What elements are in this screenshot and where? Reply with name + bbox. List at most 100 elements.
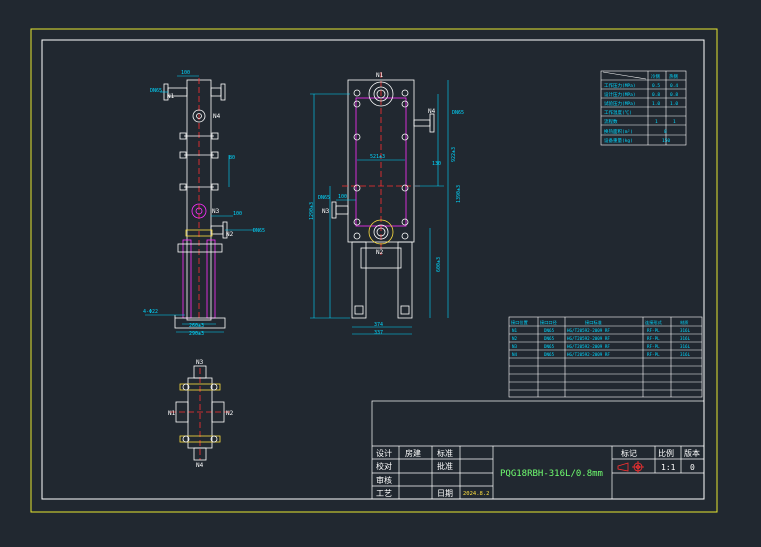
tb-version-label: 版本 <box>684 448 700 458</box>
nozzle-header-3: 连接形式 <box>645 319 663 326</box>
spec-row-1-hot: 0.8 <box>670 92 678 98</box>
side-label-n1: N1 <box>167 93 175 100</box>
tb-process-label: 工艺 <box>376 489 392 498</box>
tb-scale-value: 1:1 <box>661 463 676 472</box>
tb-review-label: 审核 <box>376 475 392 485</box>
side-label-n3: N3 <box>212 208 220 215</box>
nozzle-row-3-mat: 316L <box>680 352 691 357</box>
front-dim-left-offset: 100 <box>338 194 347 200</box>
nozzle-header-2: 接口标准 <box>585 319 602 326</box>
nozzle-row-1-conn: RF-PL <box>647 336 660 341</box>
side-dim-top: 100 <box>181 70 190 76</box>
top-view <box>170 365 232 461</box>
nozzle-row-3-std: HG/T20592-2009 RF <box>567 352 610 357</box>
side-dim-spacing: 80 <box>229 155 235 161</box>
tb-approve-label: 批准 <box>437 461 453 471</box>
front-dim-total-height: 1290±3 <box>309 202 315 220</box>
front-dim-base-outer: 337 <box>374 330 383 336</box>
side-bolt-holes: 4-Φ22 <box>143 309 158 315</box>
nozzle-row-2-pos: N3 <box>512 344 518 349</box>
nozzle-row-3-conn: RF-PL <box>647 352 660 357</box>
spec-col-cold: 冷侧 <box>651 73 660 80</box>
spec-row-0-cold: 0.5 <box>652 83 660 89</box>
tb-date-value: 2024.8.2 <box>463 491 490 497</box>
top-label-n3: N3 <box>196 359 204 366</box>
spec-row-2-label: 试验压力(MPa) <box>604 100 636 107</box>
side-flange-top: DN65 <box>150 88 162 94</box>
tb-scale-label: 比例 <box>658 448 674 458</box>
front-view <box>331 72 435 319</box>
front-dim-base-inner: 374 <box>374 322 383 328</box>
tb-design-label: 设计 <box>376 448 392 458</box>
nozzle-row-1-mat: 316L <box>680 336 691 341</box>
spec-row-4-hot: 1 <box>673 119 676 125</box>
side-dim-mid: 100 <box>233 211 242 217</box>
front-label-n3: N3 <box>322 208 330 215</box>
nozzle-row-2-conn: RF-PL <box>647 344 660 349</box>
front-dim-plate-height: 922±3 <box>451 147 457 162</box>
front-dim-leg: 600±3 <box>436 257 442 272</box>
front-view-dims <box>310 80 449 335</box>
tb-mark-label: 标记 <box>621 448 637 458</box>
drawing-title: PQG18RBH-316L/0.8mm <box>500 469 603 479</box>
spec-row-0-hot: 0.4 <box>670 83 678 89</box>
spec-col-hot: 热侧 <box>669 73 678 80</box>
front-dim-width-top: 521±3 <box>370 154 385 160</box>
top-label-n1: N1 <box>168 410 176 417</box>
nozzle-row-0-pos: N1 <box>512 328 518 333</box>
nozzle-row-3-size: DN65 <box>544 352 555 357</box>
front-dim-side: 130 <box>432 161 441 167</box>
title-block <box>371 400 705 500</box>
spec-row-5-label: 换热面积(m²) <box>604 128 633 135</box>
tb-design-name: 房建 <box>405 448 421 458</box>
nozzle-row-2-std: HG/T20592-2009 RF <box>567 344 610 349</box>
front-dim-left-height: 1390±3 <box>456 185 462 203</box>
nozzle-row-1-std: HG/T20592-2009 RF <box>567 336 610 341</box>
nozzle-header-1: 接口口径 <box>540 319 557 326</box>
top-label-n4: N4 <box>196 462 204 469</box>
spec-row-0-label: 工作压力(MPa) <box>604 82 636 89</box>
nozzle-row-0-std: HG/T20592-2009 RF <box>567 328 610 333</box>
nozzle-row-3-pos: N4 <box>512 352 518 357</box>
front-label-n4: N4 <box>428 108 436 115</box>
front-flange-right: DN65 <box>452 110 464 116</box>
spec-row-6-hot: 150 <box>662 138 670 144</box>
nozzle-row-0-mat: 316L <box>680 328 691 333</box>
front-label-n2: N2 <box>376 249 384 256</box>
nozzle-header-0: 接口位置 <box>511 319 528 326</box>
spec-row-2-cold: 1.0 <box>652 101 660 107</box>
spec-row-5-cold: 8 <box>664 129 667 135</box>
nozzle-row-1-pos: N2 <box>512 336 518 341</box>
inner-frame <box>41 39 705 500</box>
nozzle-header-4: 材质 <box>680 319 688 326</box>
front-flange-left: DN65 <box>318 195 330 201</box>
side-base-outer: 290±3 <box>189 331 204 337</box>
nozzle-table <box>508 316 703 398</box>
spec-row-4-label: 流程数 <box>604 118 618 125</box>
spec-row-4-cold: 1 <box>655 119 658 125</box>
top-label-n2: N2 <box>226 410 234 417</box>
nozzle-row-2-size: DN65 <box>544 344 555 349</box>
front-label-n1: N1 <box>376 72 384 79</box>
nozzle-row-1-size: DN65 <box>544 336 555 341</box>
tb-standard-label: 标准 <box>437 448 453 458</box>
nozzle-row-0-conn: RF-PL <box>647 328 660 333</box>
side-label-n2: N2 <box>226 231 234 238</box>
outer-frame <box>30 28 718 513</box>
spec-row-2-hot: 1.0 <box>670 101 678 107</box>
tb-check-label: 校对 <box>376 461 392 471</box>
tb-date-label: 日期 <box>437 489 453 498</box>
spec-row-1-cold: 0.8 <box>652 92 660 98</box>
spec-table <box>600 70 687 146</box>
projection-symbol-icon <box>617 461 644 473</box>
side-base-inner: 260±3 <box>189 323 204 329</box>
spec-row-1-label: 设计压力(MPa) <box>604 91 636 98</box>
side-view-dims <box>145 75 255 333</box>
side-flange-mid: DN65 <box>253 228 265 234</box>
tb-version-value: 0 <box>690 463 695 472</box>
side-label-n4: N4 <box>213 113 221 120</box>
nozzle-row-0-size: DN65 <box>544 328 555 333</box>
spec-row-6-label: 设备重量(kg) <box>604 137 633 144</box>
spec-row-3-label: 工作温度(℃) <box>604 109 632 116</box>
